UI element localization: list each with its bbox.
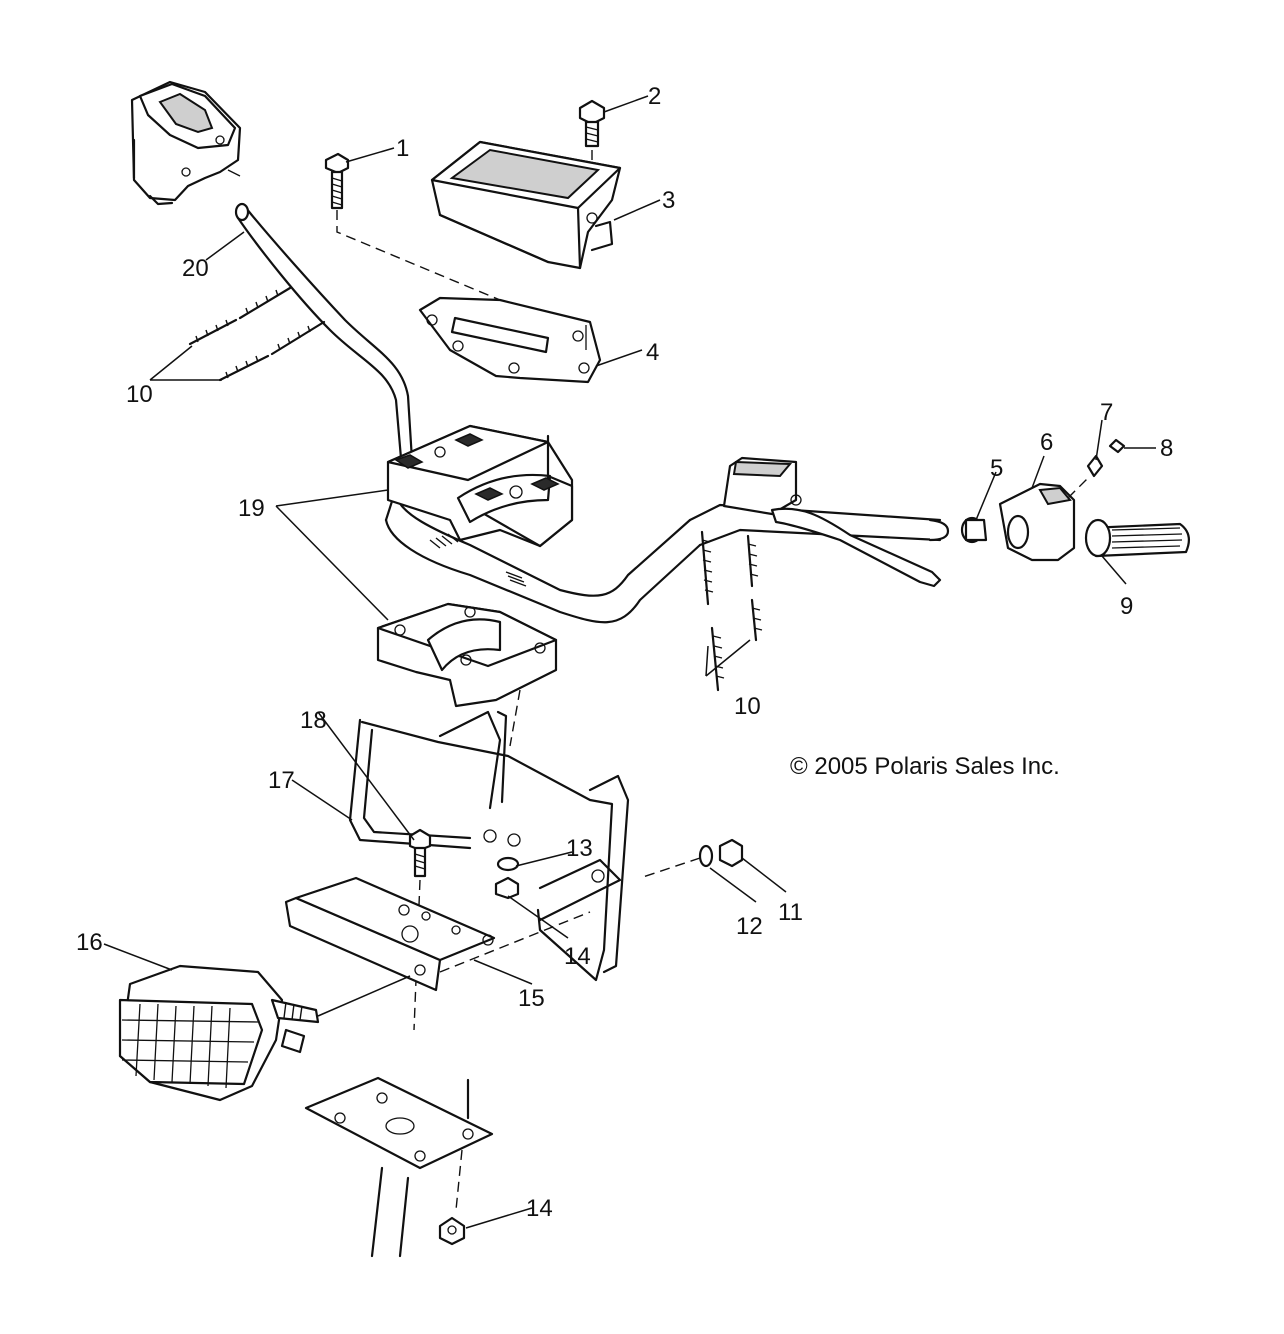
callout-14-lower: 14	[526, 1195, 553, 1222]
switch-housing	[130, 80, 242, 206]
brake-lever	[722, 456, 942, 588]
callout-3: 3	[662, 187, 675, 214]
callout-5: 5	[990, 455, 1003, 482]
callout-4: 4	[646, 339, 659, 366]
callout-17: 17	[268, 767, 295, 794]
copyright-notice: © 2005 Polaris Sales Inc.	[790, 753, 1060, 780]
callout-10-left: 10	[126, 381, 153, 408]
bolt-1	[324, 152, 513, 371]
callout-16: 16	[76, 929, 103, 956]
handlebar-plate	[418, 296, 602, 384]
callout-11: 11	[778, 899, 803, 926]
callout-13: 13	[566, 835, 593, 862]
callout-7: 7	[1100, 399, 1113, 426]
headlight-bracket-frame	[348, 710, 630, 982]
callout-20: 20	[182, 255, 209, 282]
handlebar	[234, 202, 950, 624]
callout-14-upper: 14	[564, 943, 591, 970]
callout-19: 19	[238, 495, 265, 522]
steering-plate	[304, 1076, 494, 1258]
callout-8: 8	[1160, 435, 1173, 462]
callout-15: 15	[518, 985, 545, 1012]
cable-ties-right	[700, 530, 763, 692]
handlebar-pad	[430, 140, 622, 270]
mounting-bracket	[284, 876, 591, 992]
bolt-2	[578, 99, 606, 205]
callout-10-right: 10	[734, 693, 761, 720]
callout-2: 2	[648, 83, 661, 110]
grip-assembly	[960, 438, 1191, 562]
callout-9: 9	[1120, 593, 1133, 620]
callout-12: 12	[736, 913, 763, 940]
headlight	[118, 964, 411, 1102]
upper-clamp	[386, 424, 574, 548]
cable-ties-left	[188, 286, 326, 382]
small-hardware	[408, 828, 744, 1031]
callout-18: 18	[300, 707, 327, 734]
callout-labels: 1 2 3 4 5 6 7 8 9 10 10 11 12 13 14 14 1…	[76, 83, 1173, 1222]
leader-lines	[103, 95, 1156, 1229]
callout-1: 1	[396, 135, 409, 162]
lower-clamp	[376, 602, 558, 747]
callout-6: 6	[1040, 429, 1053, 456]
